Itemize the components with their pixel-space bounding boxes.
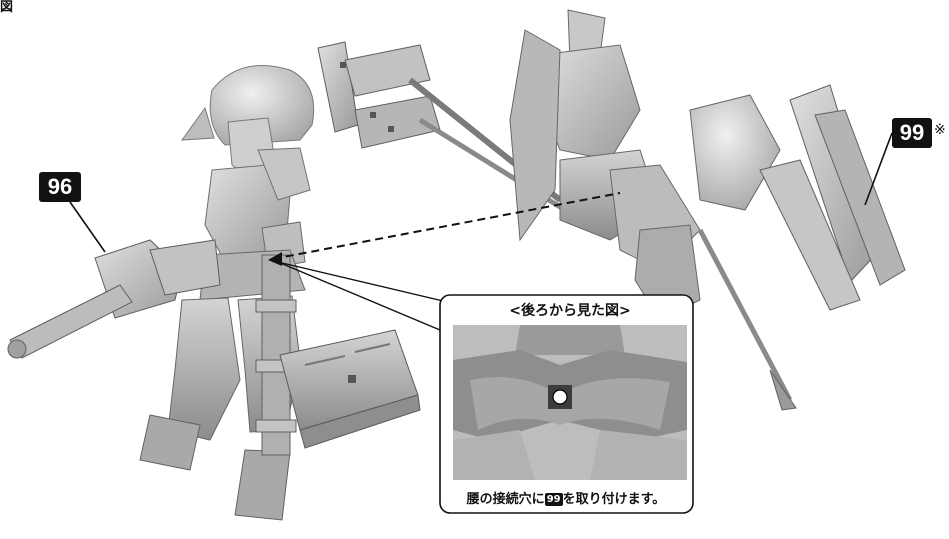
- right-figure-illustration: [509, 9, 906, 411]
- leader-line-99: [864, 132, 893, 206]
- callout-title: <後ろから見た図>: [509, 303, 631, 319]
- callout-pointer-a: [277, 261, 441, 331]
- callout-box: [439, 294, 694, 514]
- left-figure-illustration: [7, 65, 421, 521]
- top-left-partial-text: 図: [0, 0, 13, 15]
- caption-text-before: 腰の接続穴に: [466, 492, 545, 507]
- connection-hole-marker: [552, 389, 568, 405]
- part-number-badge-99: 99: [892, 118, 932, 148]
- part-96-cannon: [7, 239, 221, 359]
- note-mark: ※: [934, 122, 946, 138]
- part-99-wing-unit: [759, 84, 906, 311]
- leader-line-96: [69, 201, 106, 253]
- caption-text-after: を取り付けます。: [562, 492, 666, 507]
- caption-part-badge: 99: [544, 493, 563, 506]
- shield-block: [279, 329, 421, 449]
- spear-weapon: [317, 41, 567, 213]
- attach-dashed-line: [272, 192, 621, 260]
- callout-pointer-b: [277, 261, 461, 306]
- back-view-image: [453, 325, 687, 480]
- part-number-badge-96: 96: [39, 172, 81, 202]
